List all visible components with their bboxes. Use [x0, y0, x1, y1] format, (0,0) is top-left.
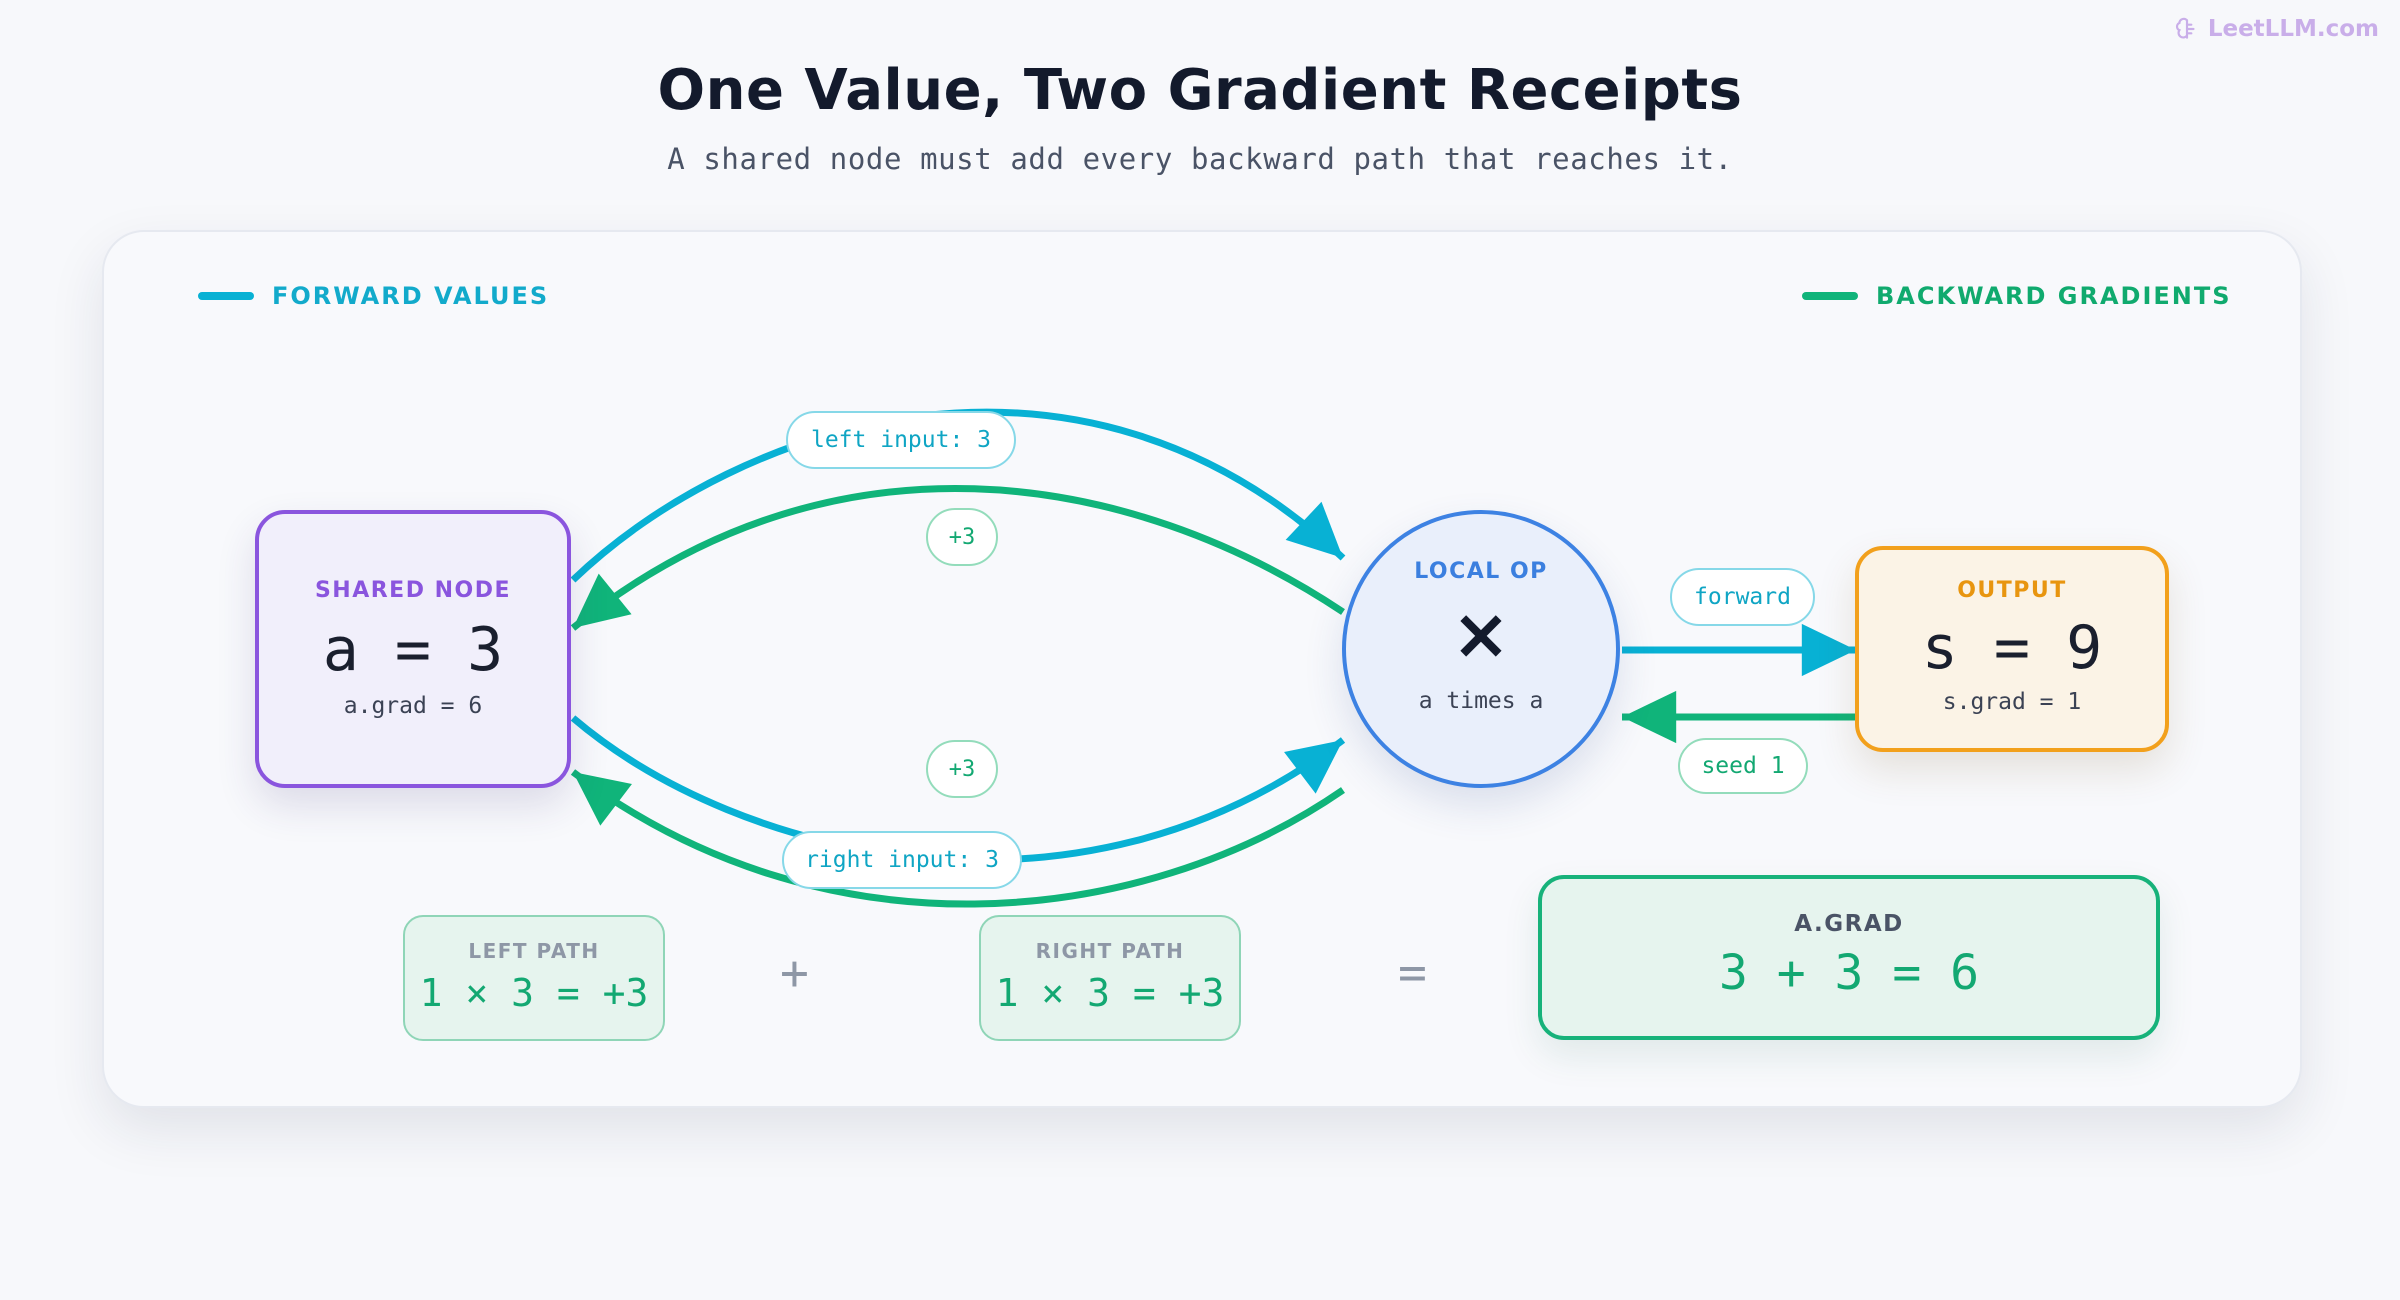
left-path-expr: 1 × 3 = +3	[419, 971, 649, 1015]
left-path-box: LEFT PATH 1 × 3 = +3	[403, 915, 665, 1041]
legend-forward-swatch	[198, 292, 254, 300]
right-path-label: RIGHT PATH	[1035, 939, 1185, 963]
right-input-label: right input: 3	[782, 831, 1022, 889]
brain-icon	[2175, 17, 2195, 39]
left-input-label: left input: 3	[786, 411, 1016, 469]
legend-backward: BACKWARD GRADIENTS	[1802, 282, 2232, 310]
forward-label: forward	[1670, 568, 1815, 626]
left-path-label: LEFT PATH	[468, 939, 600, 963]
brand-name: LeetLLM.com	[2207, 16, 2379, 42]
seed-label: seed 1	[1678, 738, 1808, 794]
shared-node-value: a = 3	[322, 615, 504, 685]
right-path-box: RIGHT PATH 1 × 3 = +3	[979, 915, 1241, 1041]
legend-backward-label: BACKWARD GRADIENTS	[1876, 282, 2232, 310]
legend-forward: FORWARD VALUES	[198, 282, 549, 310]
plus-sign: +	[780, 945, 809, 1001]
output-node-grad: s.grad = 1	[1942, 689, 2082, 715]
equals-sign: =	[1398, 945, 1427, 1001]
local-op-label: LOCAL OP	[1414, 559, 1548, 584]
shared-node-label: SHARED NODE	[314, 578, 512, 603]
left-grad-label: +3	[926, 508, 998, 566]
brand[interactable]: LeetLLM.com	[2174, 13, 2379, 45]
local-op-desc: a times a	[1418, 688, 1544, 714]
shared-node: SHARED NODE a = 3 a.grad = 6	[255, 510, 571, 788]
shared-node-grad: a.grad = 6	[343, 693, 483, 719]
right-path-expr: 1 × 3 = +3	[995, 971, 1225, 1015]
output-node-value: s = 9	[1921, 613, 2103, 683]
output-node: OUTPUT s = 9 s.grad = 1	[1855, 546, 2169, 752]
page-subtitle: A shared node must add every backward pa…	[667, 142, 1733, 176]
multiply-symbol: ×	[1451, 593, 1511, 675]
local-op-node: LOCAL OP × a times a	[1342, 510, 1620, 788]
backward-edge-right	[570, 769, 1345, 908]
legend-backward-swatch	[1802, 292, 1858, 300]
agrad-result-box: A.GRAD 3 + 3 = 6	[1538, 875, 2160, 1040]
agrad-label: A.GRAD	[1794, 911, 1904, 937]
agrad-expr: 3 + 3 = 6	[1718, 945, 1980, 1001]
right-grad-label: +3	[926, 740, 998, 798]
page-title: One Value, Two Gradient Receipts	[657, 58, 1743, 123]
legend-forward-label: FORWARD VALUES	[272, 282, 550, 310]
output-node-label: OUTPUT	[1957, 578, 2067, 603]
backward-edge-left	[570, 484, 1345, 631]
